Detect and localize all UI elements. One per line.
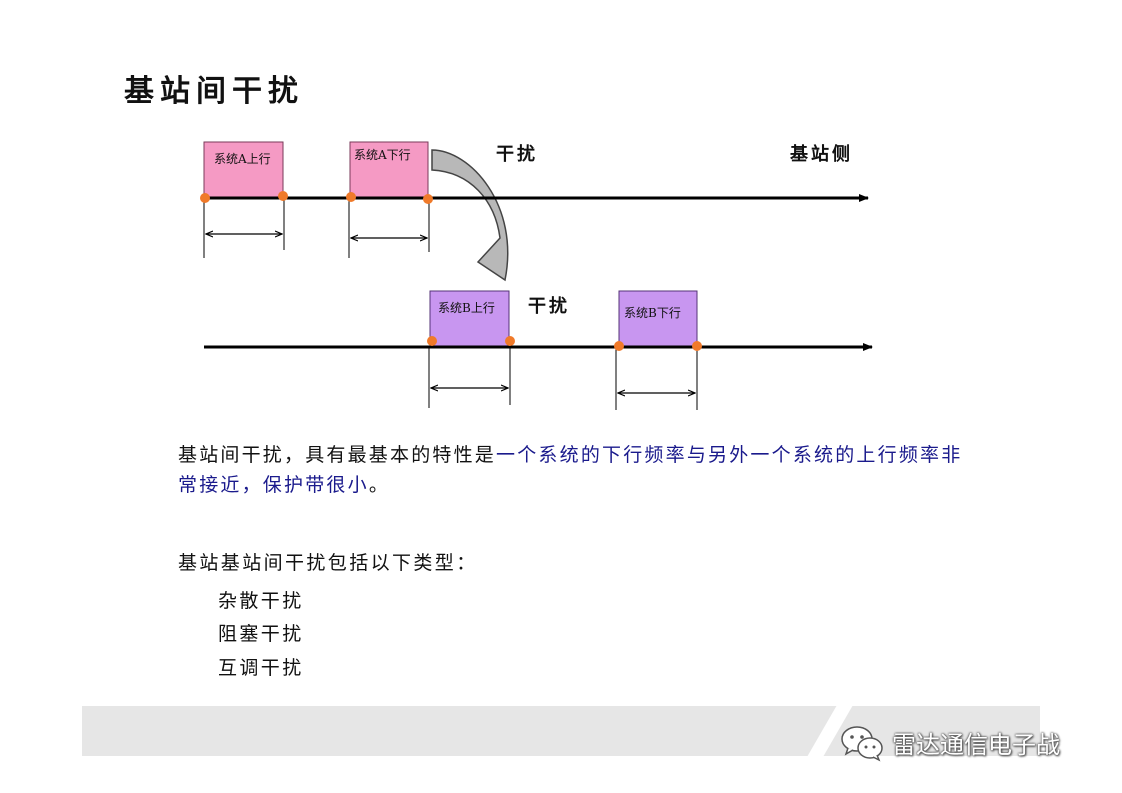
box-label-system-a-uplink: 系统A上行	[214, 152, 271, 166]
edge-marker	[200, 193, 210, 203]
watermark-text: 雷达通信电子战	[892, 730, 1060, 759]
summary-text-lead: 基站间干扰，具有最基本的特性是	[178, 444, 497, 466]
watermark: 雷达通信电子战	[840, 722, 1060, 762]
edge-marker	[423, 194, 433, 204]
summary-text-highlight: 一个系统的下行频率与另外一个系统的上行频率非常接近，保护带很小	[178, 444, 963, 496]
summary-paragraph: 基站间干扰，具有最基本的特性是一个系统的下行频率与另外一个系统的上行频率非常接近…	[178, 440, 978, 500]
edge-marker	[427, 336, 437, 346]
types-heading: 基站基站间干扰包括以下类型：	[178, 552, 478, 574]
system-a-uplink-box	[203, 141, 284, 199]
box-label-system-b-downlink: 系统B下行	[624, 306, 681, 320]
wechat-icon	[841, 726, 883, 762]
edge-marker	[505, 336, 515, 346]
interference-label-bottom: 干扰	[528, 296, 570, 317]
edge-marker	[278, 191, 288, 201]
list-item: 杂散干扰	[218, 590, 304, 612]
system-b-downlink-box	[618, 290, 698, 348]
edge-marker	[692, 341, 702, 351]
page-title: 基站间干扰	[124, 74, 304, 109]
system-a-downlink-box	[349, 141, 429, 199]
edge-marker	[346, 192, 356, 202]
box-label-system-a-downlink: 系统A下行	[354, 148, 411, 162]
box-label-system-b-uplink: 系统B上行	[438, 301, 495, 315]
list-item: 互调干扰	[218, 657, 304, 679]
edge-marker	[614, 341, 624, 351]
base-station-side-label: 基站侧	[790, 144, 853, 165]
interference-arrow	[431, 149, 509, 282]
interference-label-top: 干扰	[496, 144, 538, 165]
summary-text-end: 。	[368, 474, 391, 496]
list-item: 阻塞干扰	[218, 623, 304, 645]
